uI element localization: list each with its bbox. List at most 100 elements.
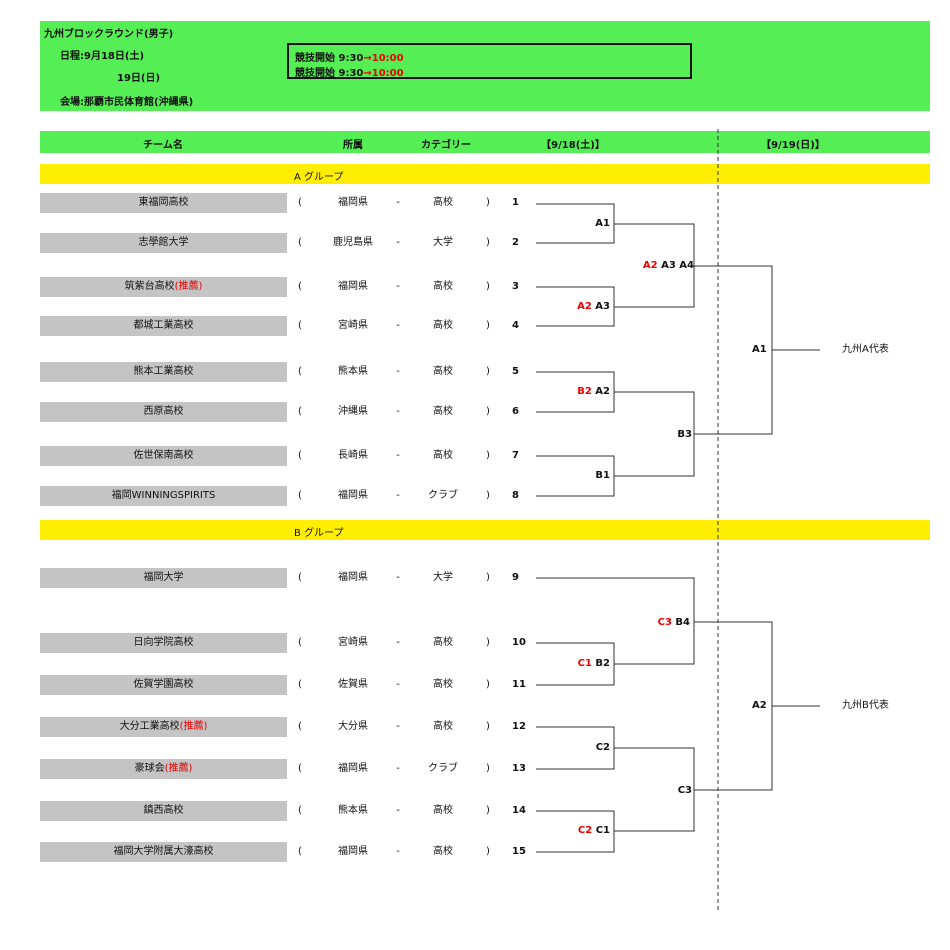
paren-open: (: [298, 237, 302, 248]
team-category: 高校: [433, 281, 453, 292]
seed-number: 6: [512, 406, 519, 417]
column-header-bar: チーム名 所属 カテゴリー 【9/18(土)】 【9/19(日)】: [40, 131, 930, 153]
paren-open: (: [298, 763, 302, 774]
team-category: 高校: [433, 637, 453, 648]
team-name: 筑紫台高校: [124, 281, 175, 292]
team-name-cell: 佐賀学園高校: [40, 675, 287, 695]
separator-dash: -: [396, 281, 400, 292]
start-label: 競技開始: [295, 68, 335, 79]
separator-dash: -: [396, 406, 400, 417]
paren-open: (: [298, 846, 302, 857]
group-a-label: A グループ: [294, 172, 344, 183]
seed-number: 3: [512, 281, 519, 292]
team-name-cell: 日向学院高校: [40, 633, 287, 653]
final-node-a: A1: [752, 344, 767, 355]
team-name-cell: 鎮西高校: [40, 801, 287, 821]
separator-dash: -: [396, 805, 400, 816]
team-name-cell: 福岡大学: [40, 568, 287, 588]
prefecture: 宮崎県: [338, 637, 368, 648]
day2-column-header: 【9/19(日)】: [761, 140, 825, 151]
node-b4: C3 B4: [657, 617, 690, 628]
start-old-time: 9:30: [338, 68, 364, 79]
separator-dash: -: [396, 197, 400, 208]
node-c1: C2 C1: [577, 825, 610, 836]
team-name-cell: 福岡大学附属大濠高校: [40, 842, 287, 862]
team-name: 鎮西高校: [143, 805, 184, 816]
team-category: 高校: [433, 197, 453, 208]
bracket-lines: [536, 203, 820, 853]
team-name: 大分工業高校: [119, 721, 180, 732]
venue-label: 会場:那覇市民体育館(沖縄県): [60, 97, 194, 108]
seed-number: 5: [512, 366, 519, 377]
team-name: 都城工業高校: [133, 320, 194, 331]
team-name-cell: 大分工業高校(推薦): [40, 717, 287, 737]
prefecture: 福岡県: [338, 197, 368, 208]
seed-number: 4: [512, 320, 519, 331]
seed-number: 14: [512, 805, 526, 816]
start-label: 競技開始: [295, 53, 335, 64]
team-category: 高校: [433, 366, 453, 377]
recommended-tag: (推薦): [179, 721, 208, 732]
kyushu-b-representative: 九州B代表: [842, 700, 889, 711]
team-name-cell: 豪球会(推薦): [40, 759, 287, 779]
paren-close: ): [486, 572, 490, 583]
paren-open: (: [298, 721, 302, 732]
paren-close: ): [486, 406, 490, 417]
prefecture: 福岡県: [338, 281, 368, 292]
paren-open: (: [298, 805, 302, 816]
group-b-label: B グループ: [294, 528, 344, 539]
separator-dash: -: [396, 721, 400, 732]
final-node-b: A2: [752, 700, 767, 711]
prefecture: 大分県: [338, 721, 368, 732]
start-new-time: →10:00: [363, 53, 404, 64]
kyushu-a-representative: 九州A代表: [842, 344, 889, 355]
prefecture: 熊本県: [338, 805, 368, 816]
node-b3: B3: [677, 429, 692, 440]
paren-open: (: [298, 366, 302, 377]
prefecture: 福岡県: [338, 763, 368, 774]
paren-open: (: [298, 450, 302, 461]
separator-dash: -: [396, 637, 400, 648]
seed-number: 12: [512, 721, 526, 732]
paren-close: ): [486, 637, 490, 648]
prefecture: 福岡県: [338, 846, 368, 857]
separator-dash: -: [396, 366, 400, 377]
seed-number: 7: [512, 450, 519, 461]
team-name-cell: 東福岡高校: [40, 193, 287, 213]
separator-dash: -: [396, 572, 400, 583]
paren-close: ): [486, 490, 490, 501]
paren-open: (: [298, 637, 302, 648]
group-b-band: B グループ: [40, 520, 930, 540]
separator-dash: -: [396, 490, 400, 501]
day1-column-header: 【9/18(土)】: [541, 140, 605, 151]
separator-dash: -: [396, 320, 400, 331]
paren-open: (: [298, 572, 302, 583]
match-line-9-b2: [536, 577, 695, 665]
paren-close: ): [486, 805, 490, 816]
prefecture: 佐賀県: [338, 679, 368, 690]
team-name: 東福岡高校: [138, 197, 189, 208]
schedule-day1: 日程:9月18日(土): [60, 51, 145, 62]
paren-close: ): [486, 366, 490, 377]
prefecture: 福岡県: [338, 572, 368, 583]
team-name-cell: 佐世保南高校: [40, 446, 287, 466]
team-name: 志學館大学: [138, 237, 189, 248]
team-name: 熊本工業高校: [133, 366, 194, 377]
team-name: 西原高校: [143, 406, 184, 417]
team-category: 大学: [433, 237, 453, 248]
paren-close: ): [486, 281, 490, 292]
node-b2: C1 B2: [577, 658, 610, 669]
team-name: 佐賀学園高校: [133, 679, 194, 690]
paren-close: ): [486, 320, 490, 331]
team-category: 高校: [433, 450, 453, 461]
team-name-cell: 熊本工業高校: [40, 362, 287, 382]
node-c2: C2: [595, 742, 610, 753]
node-c3: C3: [677, 785, 692, 796]
team-category: 高校: [433, 320, 453, 331]
team-category: 高校: [433, 406, 453, 417]
recommended-tag: (推薦): [164, 763, 193, 774]
start-time-day1: 競技開始 9:30→10:00: [295, 49, 404, 64]
prefecture: 長崎県: [338, 450, 368, 461]
team-name: 豪球会: [134, 763, 165, 774]
